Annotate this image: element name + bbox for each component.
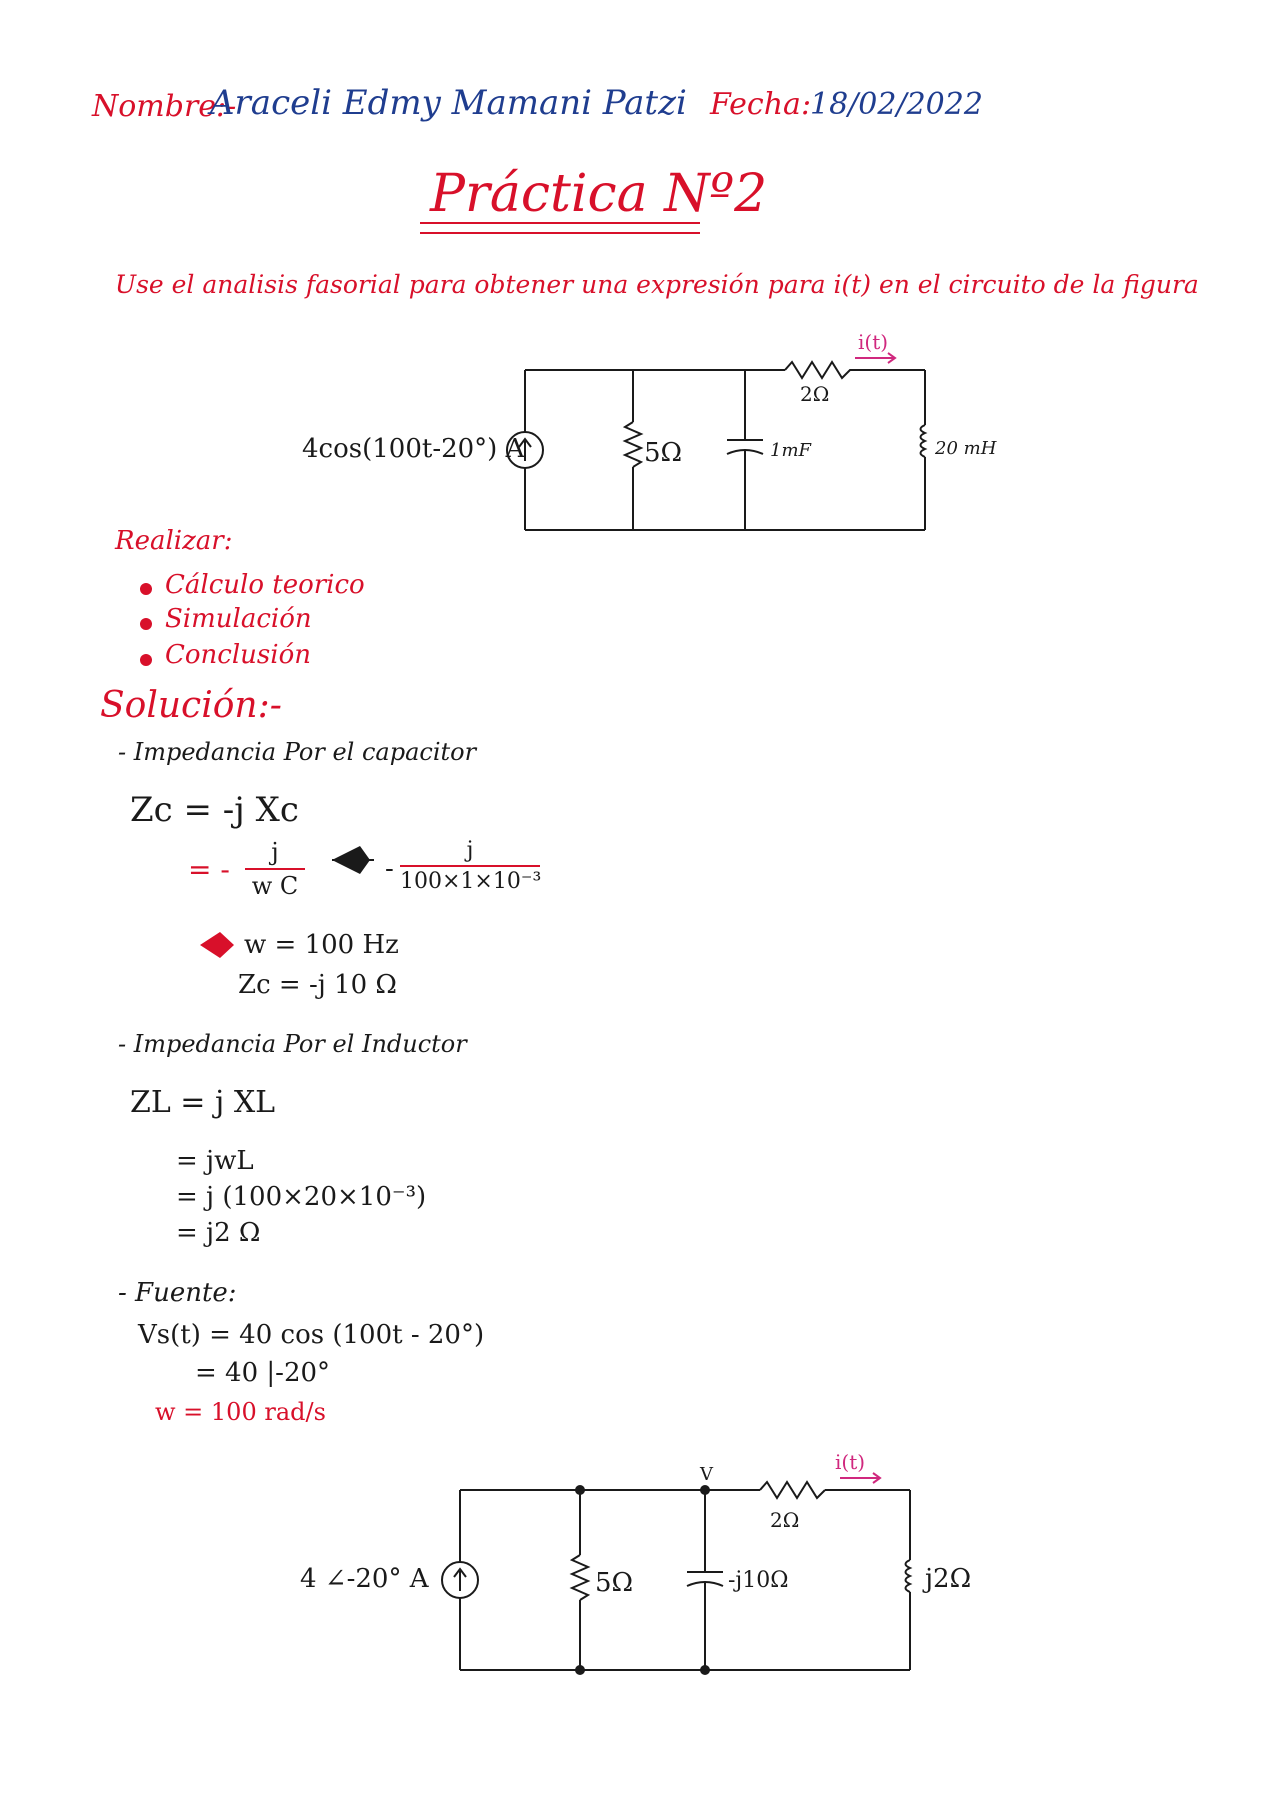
fraction-bar <box>400 865 540 867</box>
name-label: Nombre:- <box>92 89 237 124</box>
circuit2-inductor-label: j2Ω <box>925 1564 972 1594</box>
arrow-icon <box>332 846 374 874</box>
fraction-numerator: j <box>466 838 474 863</box>
title-underline <box>420 222 700 224</box>
fraction-bar <box>245 868 305 870</box>
problem-statement: Use el analisis fasorial para obtener un… <box>115 270 1199 299</box>
circuit1-source-label: 4cos(100t-20°) A <box>302 434 525 464</box>
date-value: 18/02/2022 <box>810 87 983 122</box>
capacitor-result: Zc = -j 10 Ω <box>238 970 397 1000</box>
fraction-denominator: 100×1×10⁻³ <box>400 869 542 894</box>
capacitor-eq2-prefix: = - <box>188 853 230 886</box>
source-eq1: Vs(t) = 40 cos (100t - 20°) <box>138 1320 485 1350</box>
task-item: Cálculo teorico <box>165 570 365 600</box>
circuit-1-diagram <box>506 352 928 531</box>
circuit1-resistor-label: 5Ω <box>644 438 683 468</box>
circuit1-inductor-label: 20 mH <box>935 438 997 459</box>
task-item: Simulación <box>165 604 312 634</box>
circuit2-source-label: 4 ∠-20° A <box>300 1564 429 1594</box>
tasks-heading: Realizar: <box>115 526 233 556</box>
capacitor-fraction-2: j 100×1×10⁻³ <box>400 838 542 894</box>
capacitor-eq2-arrow-prefix: - <box>385 854 394 884</box>
inductor-eq1: ZL = j XL <box>130 1085 276 1120</box>
inductor-eq4: = j2 Ω <box>176 1218 261 1248</box>
date-label: Fecha: <box>710 87 812 122</box>
name-value: Araceli Edmy Mamani Patzi <box>210 83 687 123</box>
task-bullet <box>140 583 152 595</box>
task-bullet <box>140 654 152 666</box>
fraction-denominator: w C <box>251 872 299 900</box>
page-title: Práctica Nº2 <box>430 164 768 224</box>
circuit1-series-resistor-label: 2Ω <box>800 382 830 406</box>
task-bullet <box>140 618 152 630</box>
capacitor-fraction-1: j w C <box>245 838 305 900</box>
circuit2-current-label: i(t) <box>835 1450 866 1474</box>
task-item: Conclusión <box>165 640 311 670</box>
circuit-2-diagram <box>441 1472 913 1675</box>
circuit2-capacitor-label: -j10Ω <box>728 1568 789 1593</box>
w-value-line: w = 100 Hz <box>244 930 399 960</box>
title-underline-2 <box>420 232 700 234</box>
capacitor-subheading: - Impedancia Por el capacitor <box>118 738 477 766</box>
source-eq3: w = 100 rad/s <box>155 1398 326 1426</box>
source-eq2: = 40 |-20° <box>195 1358 331 1388</box>
circuit2-node-label: V <box>700 1464 713 1485</box>
capacitor-eq1: Zc = -j Xc <box>130 790 299 830</box>
inductor-eq2: = jwL <box>176 1146 254 1176</box>
source-subheading: - Fuente: <box>118 1278 237 1308</box>
circuit1-capacitor-label: 1mF <box>770 440 812 461</box>
inductor-eq3: = j (100×20×10⁻³) <box>176 1182 427 1212</box>
circuit2-series-resistor-label: 2Ω <box>770 1508 800 1532</box>
circuit2-resistor-label: 5Ω <box>595 1568 634 1598</box>
arrow-icon <box>200 932 234 958</box>
fraction-numerator: j <box>271 838 279 866</box>
inductor-subheading: - Impedancia Por el Inductor <box>118 1030 467 1058</box>
solution-heading: Solución:- <box>100 685 282 726</box>
circuit1-current-label: i(t) <box>858 330 889 354</box>
